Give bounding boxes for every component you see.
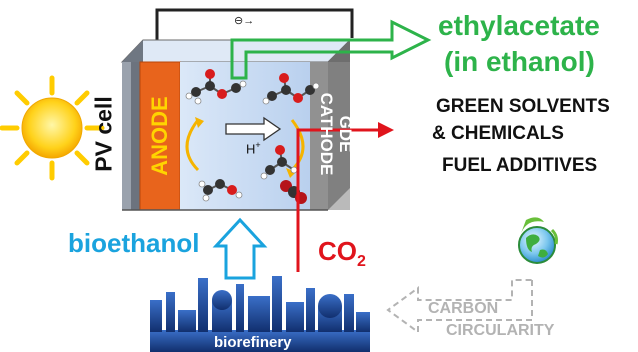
uses-label-line3: FUEL ADDITIVES xyxy=(442,155,598,176)
co2-label-base: CO xyxy=(318,236,357,266)
bioethanol-arrow xyxy=(212,217,268,280)
product-label-line1: ethylacetate xyxy=(438,10,600,41)
external-circuit-wire xyxy=(155,8,354,42)
product-arrow xyxy=(230,19,432,80)
co2-label: CO2 xyxy=(318,236,366,271)
molecule-ethanol xyxy=(198,179,243,202)
sun-icon xyxy=(0,75,105,181)
cathode-label-line1: GDE xyxy=(336,115,355,153)
circularity-arrow xyxy=(386,279,533,334)
proton-label-sup: + xyxy=(255,140,261,150)
anode-label: ANODE xyxy=(147,96,172,176)
co2-label-sub: 2 xyxy=(357,253,366,271)
electron-label: ⊖→ xyxy=(234,15,255,27)
pv-cell-label: PV cell xyxy=(90,96,117,172)
biorefinery-illustration xyxy=(150,276,370,352)
molecule-acetaldehyde xyxy=(260,145,298,180)
carbon-label-line1: CARBON xyxy=(428,300,499,317)
globe-icon xyxy=(518,217,558,264)
co2-arrow xyxy=(296,128,378,272)
bioethanol-label: bioethanol xyxy=(68,228,200,258)
cycle-arrow-left xyxy=(185,119,200,172)
proton-arrow xyxy=(225,116,282,142)
product-label-line2: (in ethanol) xyxy=(444,46,595,77)
carbon-label-line2: CIRCULARITY xyxy=(446,322,555,339)
uses-label-line1: GREEN SOLVENTS xyxy=(436,96,610,117)
cathode-label-line2: CATHODE xyxy=(317,92,336,176)
cycle-arrow-right xyxy=(290,119,305,172)
biorefinery-label: biorefinery xyxy=(214,334,292,351)
molecule-ethylacetate-2 xyxy=(262,73,320,105)
proton-label-base: H xyxy=(246,141,256,157)
cathode-label: GDE CATHODE xyxy=(317,93,355,176)
electrochemical-cell xyxy=(120,39,352,211)
proton-label: H+ xyxy=(246,140,261,156)
molecule-ethylacetate-1 xyxy=(185,69,247,105)
uses-label-line2: & CHEMICALS xyxy=(432,123,564,144)
